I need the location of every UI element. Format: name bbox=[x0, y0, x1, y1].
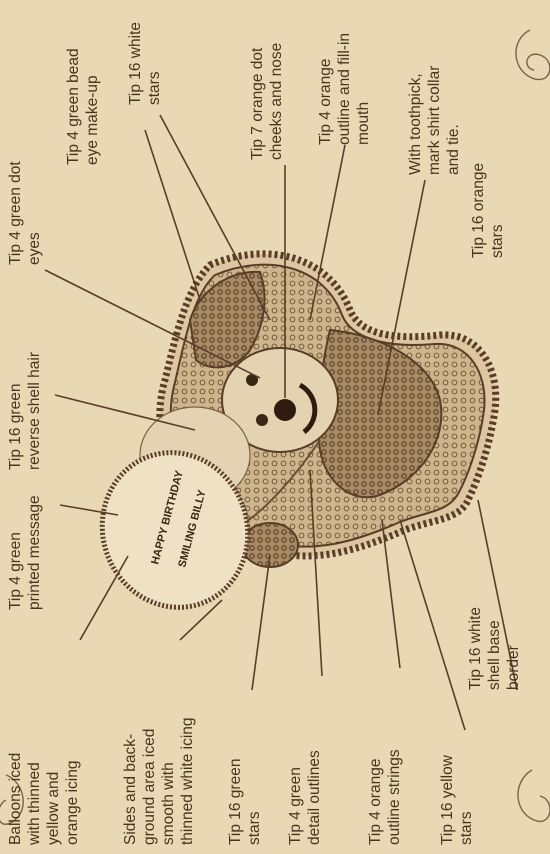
label-tip4-orange-mouth-line-1: Tip 4 orange bbox=[317, 59, 334, 145]
label-tip16-white-border-line-3: border bbox=[505, 645, 522, 690]
label-tip7-orange-line-1: Tip 7 orange dot bbox=[249, 47, 266, 160]
label-tip16-yellow: Tip 16 yellow stars bbox=[439, 754, 475, 845]
label-tip4-green-bead: Tip 4 green bead eye make-up bbox=[65, 48, 101, 165]
label-sides: Sides and back- ground area iced smooth … bbox=[122, 717, 196, 845]
label-toothpick-line-1: With toothpick, bbox=[407, 73, 424, 175]
label-tip4-orange-mouth-line-3: mouth bbox=[355, 102, 372, 145]
label-tip4-green-message-line-1: Tip 4 green bbox=[7, 532, 24, 610]
label-tip4-green-bead-line-1: Tip 4 green bead bbox=[65, 48, 82, 165]
label-balloons-line-2: with thinned bbox=[26, 762, 43, 846]
leader-outline-strings bbox=[382, 520, 400, 668]
label-tip16-orange: Tip 16 orange stars bbox=[470, 163, 506, 258]
label-tip16-white-stars-line-2: stars bbox=[146, 71, 163, 105]
leader-balloons bbox=[80, 556, 128, 640]
label-tip4-orange-strings-line-1: Tip 4 orange bbox=[367, 759, 384, 845]
label-tip16-yellow-line-1: Tip 16 yellow bbox=[439, 754, 456, 845]
label-balloons-line-4: orange icing bbox=[64, 761, 81, 845]
label-tip16-green-reverse: Tip 16 green reverse shell hair bbox=[7, 352, 43, 470]
label-balloons-line-1: Balloons iced bbox=[7, 753, 24, 845]
label-tip4-orange-strings: Tip 4 orange outline strings bbox=[367, 749, 403, 845]
label-tip4-green-detail-line-1: Tip 4 green bbox=[287, 767, 304, 845]
label-tip4-green-message: Tip 4 green printed message bbox=[7, 495, 43, 610]
leader-green-stars bbox=[252, 555, 270, 690]
leader-yellow-stars bbox=[400, 520, 465, 730]
label-tip16-green-stars-line-2: stars bbox=[246, 811, 263, 845]
label-tip16-yellow-line-2: stars bbox=[458, 811, 475, 845]
label-tip4-green-detail: Tip 4 green detail outlines bbox=[287, 750, 323, 845]
label-sides-line-3: smooth with bbox=[160, 762, 177, 845]
label-tip16-green-stars: Tip 16 green stars bbox=[227, 759, 263, 845]
label-tip4-green-eyes-line-1: Tip 4 green dot bbox=[7, 161, 24, 265]
label-balloons-line-3: yellow and bbox=[45, 772, 62, 845]
label-tip16-green-reverse-line-2: reverse shell hair bbox=[26, 352, 43, 470]
label-tip4-green-eyes: Tip 4 green dot eyes bbox=[7, 161, 43, 265]
nose bbox=[274, 399, 296, 421]
label-tip4-green-bead-line-2: eye make-up bbox=[84, 75, 101, 165]
label-tip16-orange-line-2: stars bbox=[489, 224, 506, 258]
label-tip16-green-stars-line-1: Tip 16 green bbox=[227, 759, 244, 845]
leader-bead-makeup bbox=[145, 130, 200, 300]
label-sides-line-4: thinned white icing bbox=[179, 717, 196, 845]
label-tip16-white-stars-line-1: Tip 16 white bbox=[127, 22, 144, 105]
label-toothpick-line-2: mark shirt collar bbox=[426, 66, 443, 175]
right-eye bbox=[256, 414, 268, 426]
label-tip16-green-reverse-line-1: Tip 16 green bbox=[7, 384, 24, 470]
label-tip4-orange-mouth-line-2: outline and fill-in bbox=[336, 33, 353, 145]
label-toothpick-line-3: and tie. bbox=[445, 124, 462, 175]
label-tip4-green-eyes-line-2: eyes bbox=[26, 232, 43, 265]
label-tip7-orange: Tip 7 orange dot cheeks and nose bbox=[249, 43, 285, 160]
label-tip4-green-detail-line-2: detail outlines bbox=[306, 750, 323, 845]
label-tip7-orange-line-2: cheeks and nose bbox=[268, 43, 285, 160]
label-tip16-orange-line-1: Tip 16 orange bbox=[470, 163, 487, 258]
label-balloons: Balloons iced with thinned yellow and or… bbox=[7, 753, 81, 846]
label-tip4-green-message-line-2: printed message bbox=[26, 495, 43, 610]
label-tip4-orange-strings-line-2: outline strings bbox=[386, 749, 403, 845]
corner-ornament-bottom-right bbox=[518, 770, 550, 821]
cake-illustration: HAPPY BIRTHDAY SMILING BILLY bbox=[81, 254, 496, 628]
label-sides-line-2: ground area iced bbox=[141, 729, 158, 845]
corner-ornament-top-right bbox=[516, 30, 550, 80]
label-tip16-white-border: Tip 16 white shell base border bbox=[467, 607, 522, 690]
label-sides-line-1: Sides and back- bbox=[122, 734, 139, 845]
label-tip16-white-stars: Tip 16 white stars bbox=[127, 22, 163, 105]
label-tip4-orange-mouth: Tip 4 orange outline and fill-in mouth bbox=[317, 33, 372, 145]
label-tip16-white-border-line-2: shell base bbox=[486, 620, 503, 690]
label-toothpick: With toothpick, mark shirt collar and ti… bbox=[407, 66, 462, 175]
label-tip16-white-border-line-1: Tip 16 white bbox=[467, 607, 484, 690]
